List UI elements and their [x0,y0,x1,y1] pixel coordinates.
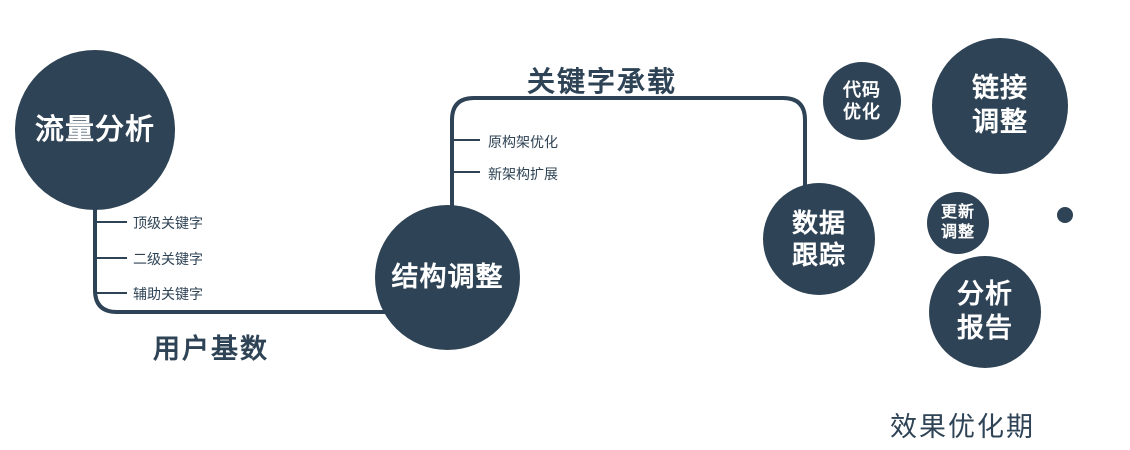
node-update-adjustment-line1: 更新 [940,204,975,221]
node-update-adjustment-line2: 调整 [940,224,975,241]
bullet-dot-marker [1057,207,1073,223]
edge-label-keyword-carrying: 关键字承载 [527,66,678,97]
node-traffic-analysis: 流量分析 [15,50,175,210]
edge-label-user-base: 用户基数 [153,334,269,364]
branch-label-original-architecture: 原构架优化 [488,134,558,150]
node-link-adjustment: 链接 调整 [932,38,1068,174]
node-data-tracking-line2: 跟踪 [791,240,846,270]
node-link-adjustment-line1: 链接 [972,73,1028,104]
connector-traffic-to-structure [93,196,385,314]
node-analysis-report-line1: 分析 [957,279,1013,310]
node-code-optimization-line1: 代码 [843,79,881,100]
node-code-optimization-line2: 优化 [843,102,881,122]
node-structure-adjustment-label: 结构调整 [391,261,504,292]
node-analysis-report-line2: 报告 [957,313,1013,343]
node-traffic-analysis-label: 流量分析 [34,113,155,146]
node-update-adjustment: 更新 调整 [927,192,989,254]
branch-label-new-architecture: 新架构扩展 [488,166,558,182]
node-data-tracking-line1: 数据 [791,207,846,238]
phase-label-effect-optimization: 效果优化期 [890,412,1035,442]
branch-label-secondary-keywords: 二级关键字 [133,251,203,267]
connector-structure-to-data [450,96,807,214]
node-structure-adjustment: 结构调整 [375,205,520,350]
node-analysis-report: 分析 报告 [929,256,1041,368]
branch-label-top-keywords: 顶级关键字 [133,215,203,231]
node-link-adjustment-line2: 调整 [972,107,1028,137]
node-code-optimization: 代码 优化 [823,62,901,140]
node-data-tracking: 数据 跟踪 [763,183,875,295]
branch-label-auxiliary-keywords: 辅助关键字 [133,286,203,302]
